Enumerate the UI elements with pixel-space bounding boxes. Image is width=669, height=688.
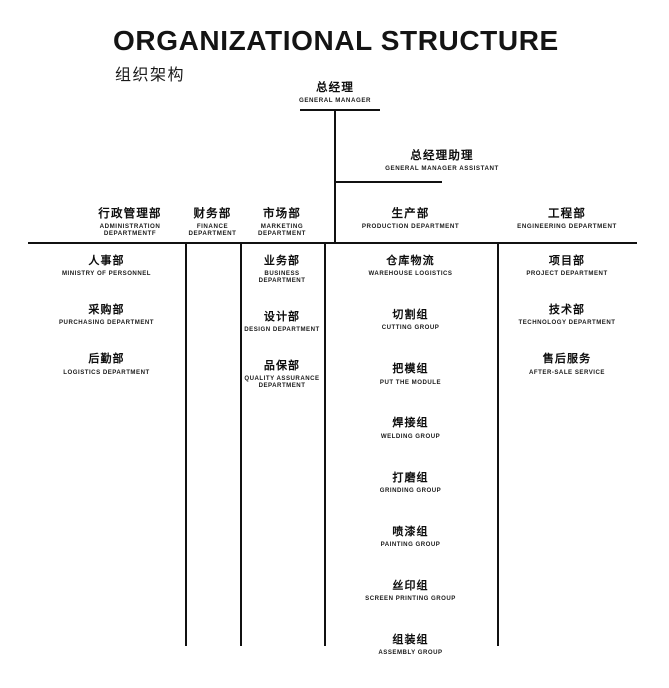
node-general-manager: 总经理 GENERAL MANAGER bbox=[285, 82, 385, 105]
item-label-en: WELDING GROUP bbox=[380, 432, 441, 440]
node-label-en: ENGINEERING DEPARTMENT bbox=[517, 222, 617, 230]
item-label-en: MINISTRY OF PERSONNEL bbox=[61, 270, 152, 278]
list-item: 后勤部 LOGISTICS DEPARTMENT bbox=[28, 353, 185, 376]
item-label-en: PURCHASING DEPARTMENT bbox=[58, 319, 155, 327]
item-label-en: GRINDING GROUP bbox=[379, 486, 442, 494]
node-department-finance: 财务部 FINANCE DEPARTMENT bbox=[185, 208, 240, 238]
node-label-zh: 总经理助理 bbox=[410, 150, 474, 162]
column-divider-3 bbox=[324, 243, 326, 646]
item-label-zh: 喷漆组 bbox=[392, 525, 429, 538]
list-item: 项目部 PROJECT DEPARTMENT bbox=[497, 255, 637, 278]
item-label-zh: 焊接组 bbox=[392, 417, 429, 430]
list-item: 人事部 MINISTRY OF PERSONNEL bbox=[28, 255, 185, 278]
node-label-en: GENERAL MANAGER bbox=[298, 96, 372, 104]
list-item: 丝印组 SCREEN PRINTING GROUP bbox=[324, 580, 497, 603]
item-label-zh: 后勤部 bbox=[88, 353, 125, 366]
list-item: 仓库物流 WAREHOUSE LOGISTICS bbox=[324, 255, 497, 278]
node-department-production: 生产部 PRODUCTION DEPARTMENT bbox=[324, 208, 497, 231]
item-label-en: TECHNOLOGY DEPARTMENT bbox=[518, 319, 616, 327]
column-administration: 人事部 MINISTRY OF PERSONNEL 采购部 PURCHASING… bbox=[28, 255, 185, 402]
list-item: 采购部 PURCHASING DEPARTMENT bbox=[28, 304, 185, 327]
node-label-zh: 市场部 bbox=[262, 208, 302, 220]
page-title: ORGANIZATIONAL STRUCTURE bbox=[113, 25, 559, 56]
item-label-en: WAREHOUSE LOGISTICS bbox=[368, 270, 453, 278]
node-department-marketing: 市场部 MARKETING DEPARTMENT bbox=[240, 208, 324, 238]
item-label-zh: 丝印组 bbox=[392, 579, 429, 592]
node-general-manager-assistant: 总经理助理 GENERAL MANAGER ASSISTANT bbox=[338, 150, 546, 173]
item-label-zh: 项目部 bbox=[548, 255, 586, 267]
list-item: 售后服务 AFTER-SALE SERVICE bbox=[497, 353, 637, 376]
item-label-en: CUTTING GROUP bbox=[381, 324, 440, 332]
item-label-en: SCREEN PRINTING GROUP bbox=[365, 595, 456, 603]
node-label-en: FINANCE DEPARTMENT bbox=[188, 222, 237, 237]
item-label-en: AFTER-SALE SERVICE bbox=[529, 368, 605, 376]
list-item: 品保部 QUALITY ASSURANCE DEPARTMENT bbox=[240, 360, 324, 390]
item-label-en: LOGISTICS DEPARTMENT bbox=[63, 368, 150, 376]
item-label-zh: 业务部 bbox=[263, 255, 301, 267]
node-label-en: MARKETING DEPARTMENT bbox=[257, 222, 306, 237]
item-label-en: BUSINESS DEPARTMENT bbox=[258, 270, 306, 285]
node-department-engineering: 工程部 ENGINEERING DEPARTMENT bbox=[497, 208, 637, 231]
item-label-en: PROJECT DEPARTMENT bbox=[526, 270, 608, 278]
item-label-zh: 人事部 bbox=[88, 255, 125, 267]
page-subtitle: 组织架构 bbox=[115, 67, 186, 84]
item-label-zh: 切割组 bbox=[392, 309, 429, 322]
node-label-zh: 财务部 bbox=[193, 208, 232, 220]
item-label-en: ASSEMBLY GROUP bbox=[378, 649, 443, 657]
list-item: 喷漆组 PAINTING GROUP bbox=[324, 526, 497, 549]
node-label-zh: 生产部 bbox=[391, 208, 430, 220]
node-label-zh: 工程部 bbox=[547, 208, 587, 220]
list-item: 打磨组 GRINDING GROUP bbox=[324, 472, 497, 495]
node-label-en: PRODUCTION DEPARTMENT bbox=[361, 222, 460, 230]
item-label-zh: 打磨组 bbox=[392, 471, 429, 484]
node-label-zh: 总经理 bbox=[315, 82, 355, 94]
column-engineering: 项目部 PROJECT DEPARTMENT 技术部 TECHNOLOGY DE… bbox=[497, 255, 637, 402]
item-label-zh: 售后服务 bbox=[542, 353, 592, 366]
list-item: 把模组 PUT THE MODULE bbox=[324, 363, 497, 386]
item-label-zh: 设计部 bbox=[263, 310, 301, 323]
list-item: 切割组 CUTTING GROUP bbox=[324, 309, 497, 332]
hierarchy-stem-line bbox=[334, 109, 336, 243]
list-item: 技术部 TECHNOLOGY DEPARTMENT bbox=[497, 304, 637, 327]
item-label-zh: 仓库物流 bbox=[386, 255, 435, 267]
list-item: 焊接组 WELDING GROUP bbox=[324, 417, 497, 440]
item-label-zh: 组装组 bbox=[392, 633, 429, 646]
item-label-zh: 品保部 bbox=[263, 360, 301, 373]
column-divider-4 bbox=[497, 243, 499, 646]
department-divider-line bbox=[28, 242, 637, 245]
item-label-en: QUALITY ASSURANCE DEPARTMENT bbox=[244, 375, 320, 390]
general-manager-assistant-underline bbox=[334, 181, 442, 183]
general-manager-underline bbox=[300, 109, 380, 111]
column-marketing: 业务部 BUSINESS DEPARTMENT 设计部 DESIGN DEPAR… bbox=[240, 255, 324, 416]
list-item: 组装组 ASSEMBLY GROUP bbox=[324, 634, 497, 657]
item-label-en: PUT THE MODULE bbox=[379, 378, 442, 386]
item-label-zh: 技术部 bbox=[548, 304, 586, 317]
item-label-zh: 把模组 bbox=[392, 363, 429, 376]
column-divider-1 bbox=[185, 243, 187, 646]
item-label-en: DESIGN DEPARTMENT bbox=[244, 326, 320, 334]
node-label-en: GENERAL MANAGER ASSISTANT bbox=[385, 164, 499, 172]
list-item: 业务部 BUSINESS DEPARTMENT bbox=[240, 255, 324, 285]
list-item: 设计部 DESIGN DEPARTMENT bbox=[240, 311, 324, 334]
item-label-zh: 采购部 bbox=[88, 304, 125, 317]
node-label-zh: 行政管理部 bbox=[98, 208, 162, 220]
column-production: 仓库物流 WAREHOUSE LOGISTICS 切割组 CUTTING GRO… bbox=[324, 255, 497, 688]
node-department-administration: 行政管理部 ADMINISTRATION DEPARTMENTF bbox=[75, 208, 185, 238]
item-label-en: PAINTING GROUP bbox=[380, 540, 441, 548]
column-divider-2 bbox=[240, 243, 242, 646]
node-label-en: ADMINISTRATION DEPARTMENTF bbox=[99, 222, 161, 237]
